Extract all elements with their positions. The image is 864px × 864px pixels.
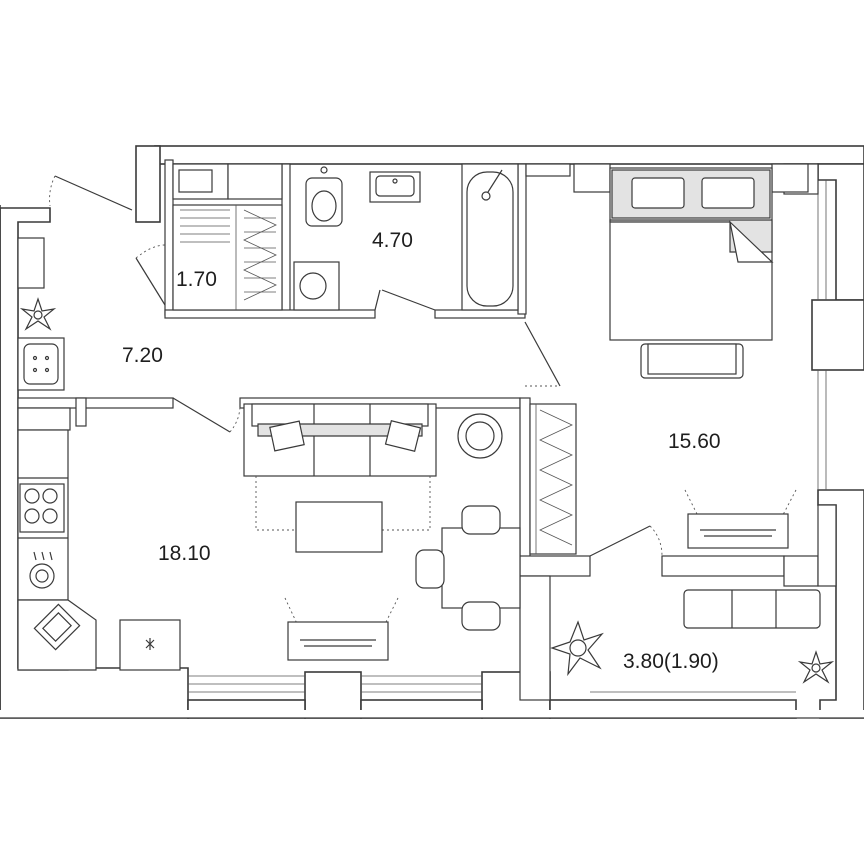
balcony-area-label: 3.80(1.90): [623, 650, 719, 673]
plant-icon: [550, 620, 604, 677]
tv-icon: [684, 489, 797, 549]
bedroom-area-label: 15.60: [668, 430, 721, 453]
bathroom-fixtures: [293, 163, 519, 311]
plant-icon: [797, 650, 835, 684]
living-kitchen-area-label: 18.10: [158, 542, 211, 565]
hallway-area-label: 7.20: [122, 344, 163, 367]
doors: [49, 175, 663, 557]
kitchen-fixtures: [17, 429, 181, 671]
windows: [188, 180, 827, 701]
bathroom-area-label: 4.70: [372, 229, 413, 252]
balcony-furniture: [550, 589, 835, 684]
tv-icon: [284, 597, 399, 661]
plant-icon: [19, 297, 57, 331]
living-furniture: [243, 403, 521, 661]
bedroom-furniture: [529, 163, 809, 555]
hallway-furniture: [17, 237, 65, 391]
storage-furniture: [172, 163, 283, 311]
storage-area-label: 1.70: [176, 268, 217, 291]
area-labels: 1.70 4.70 7.20 15.60 18.10 3.80(1.90): [122, 229, 721, 673]
